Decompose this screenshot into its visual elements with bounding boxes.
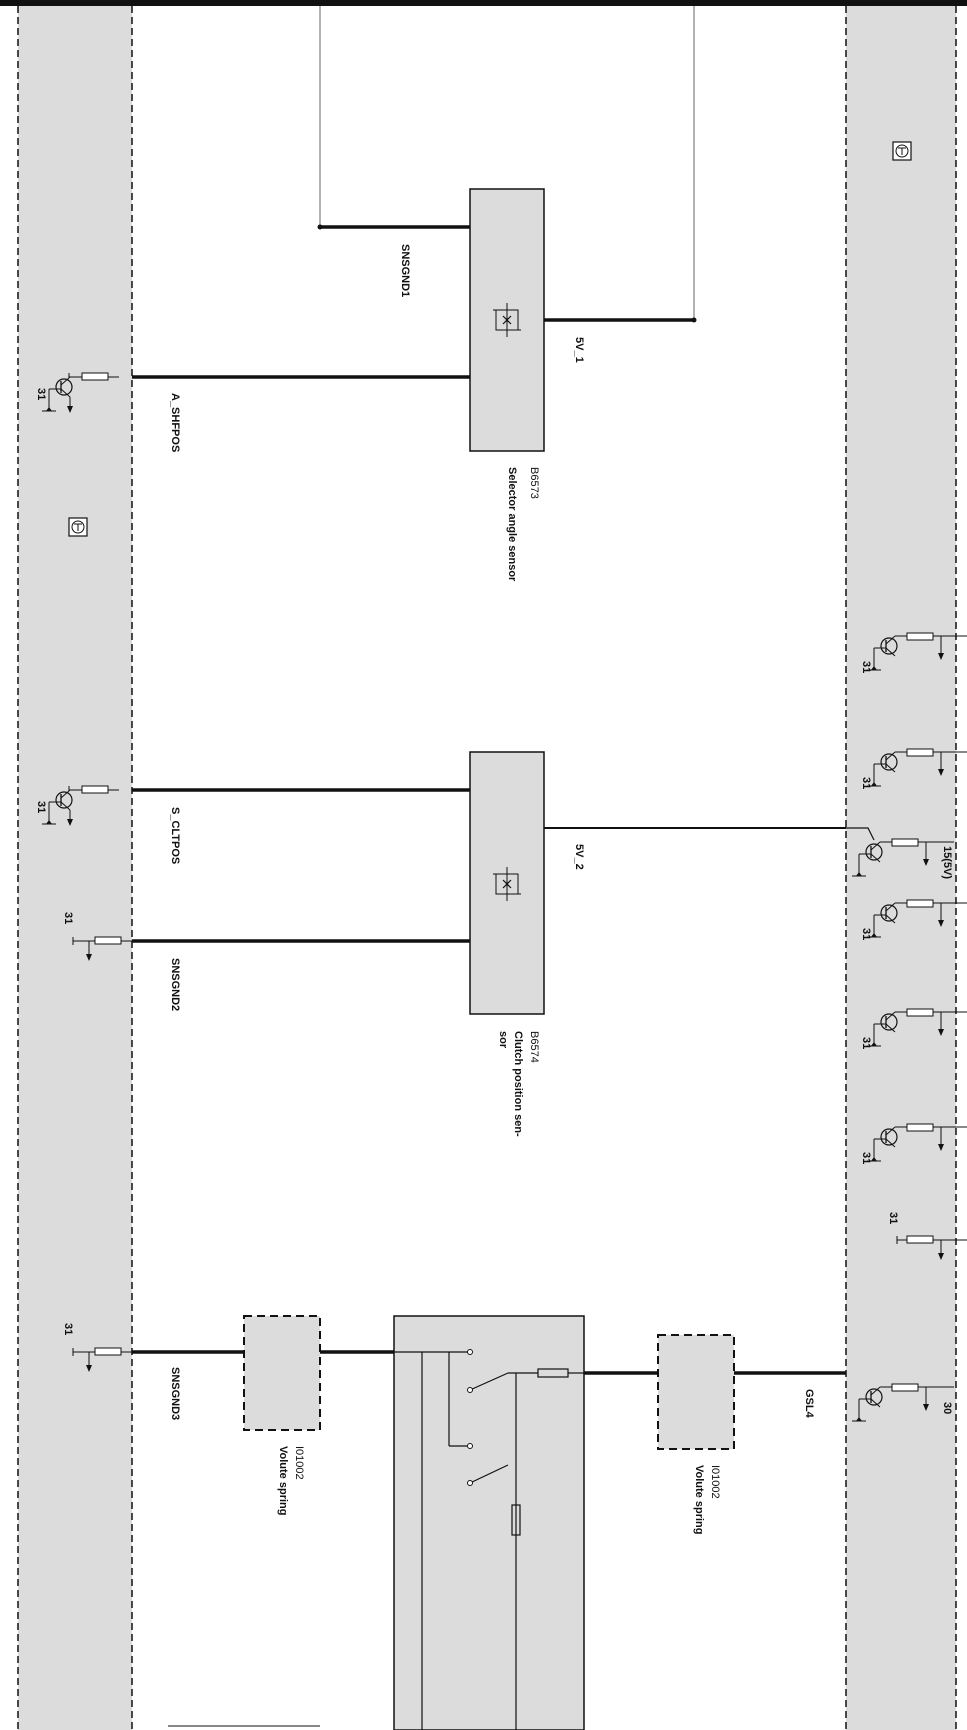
label-sns-gnd2: SNSGND2 [169,958,181,1011]
b6574-code: B6574 [528,1031,540,1063]
label-sns-gnd1: SNSGND1 [399,244,411,297]
label-5v-2: 5V_2 [573,844,585,870]
module-ground-icon-left [68,517,88,537]
svg-text:31: 31 [860,928,872,940]
volute-right-code: I01002 [709,1465,721,1499]
svg-text:31: 31 [62,912,74,924]
ground-31-labels: 31 31 31 31 31 31 31 31 31 31 [35,388,899,1335]
label-sns-gnd3: SNSGND3 [169,1367,181,1420]
label-5v-1: 5V_1 [573,337,585,363]
switch-contacts [467,1349,473,1486]
right-ecu-panel [846,6,956,1730]
module-ground-icon-right [892,141,912,161]
svg-text:31: 31 [860,661,872,673]
svg-text:31: 31 [887,1212,899,1224]
volute-right-name: Volute spring [693,1465,705,1534]
terminal-30-label: 30 [941,1402,953,1414]
terminal-15-label: 15(5V) [941,846,953,879]
svg-text:31: 31 [860,777,872,789]
volute-left-name: Volute spring [277,1446,289,1515]
b6574-name-line2: sor [497,1031,509,1049]
left-ecu-panel [18,6,132,1730]
gear-switch-box [393,1315,585,1730]
svg-text:31: 31 [860,1152,872,1164]
b6573-code: B6573 [528,467,540,499]
gear-switch-internals [394,1351,584,1730]
svg-text:31: 31 [62,1323,74,1335]
volute-left-code: I01002 [293,1446,305,1480]
b6574-name-line1: Clutch position sen- [512,1031,524,1137]
wire-5v-2-tail [846,827,875,841]
label-gsl4: GSL4 [803,1389,815,1419]
label-s-cltpos: S_CLTPOS [169,807,181,864]
label-a-shfpos: A_SHFPOS [169,393,181,452]
b6573-name: Selector angle sensor [506,467,518,582]
svg-text:31: 31 [860,1037,872,1049]
svg-text:31: 31 [35,801,47,813]
volute-spring-left-box [243,1315,321,1431]
svg-text:31: 31 [35,388,47,400]
volute-spring-right-box [657,1334,735,1450]
